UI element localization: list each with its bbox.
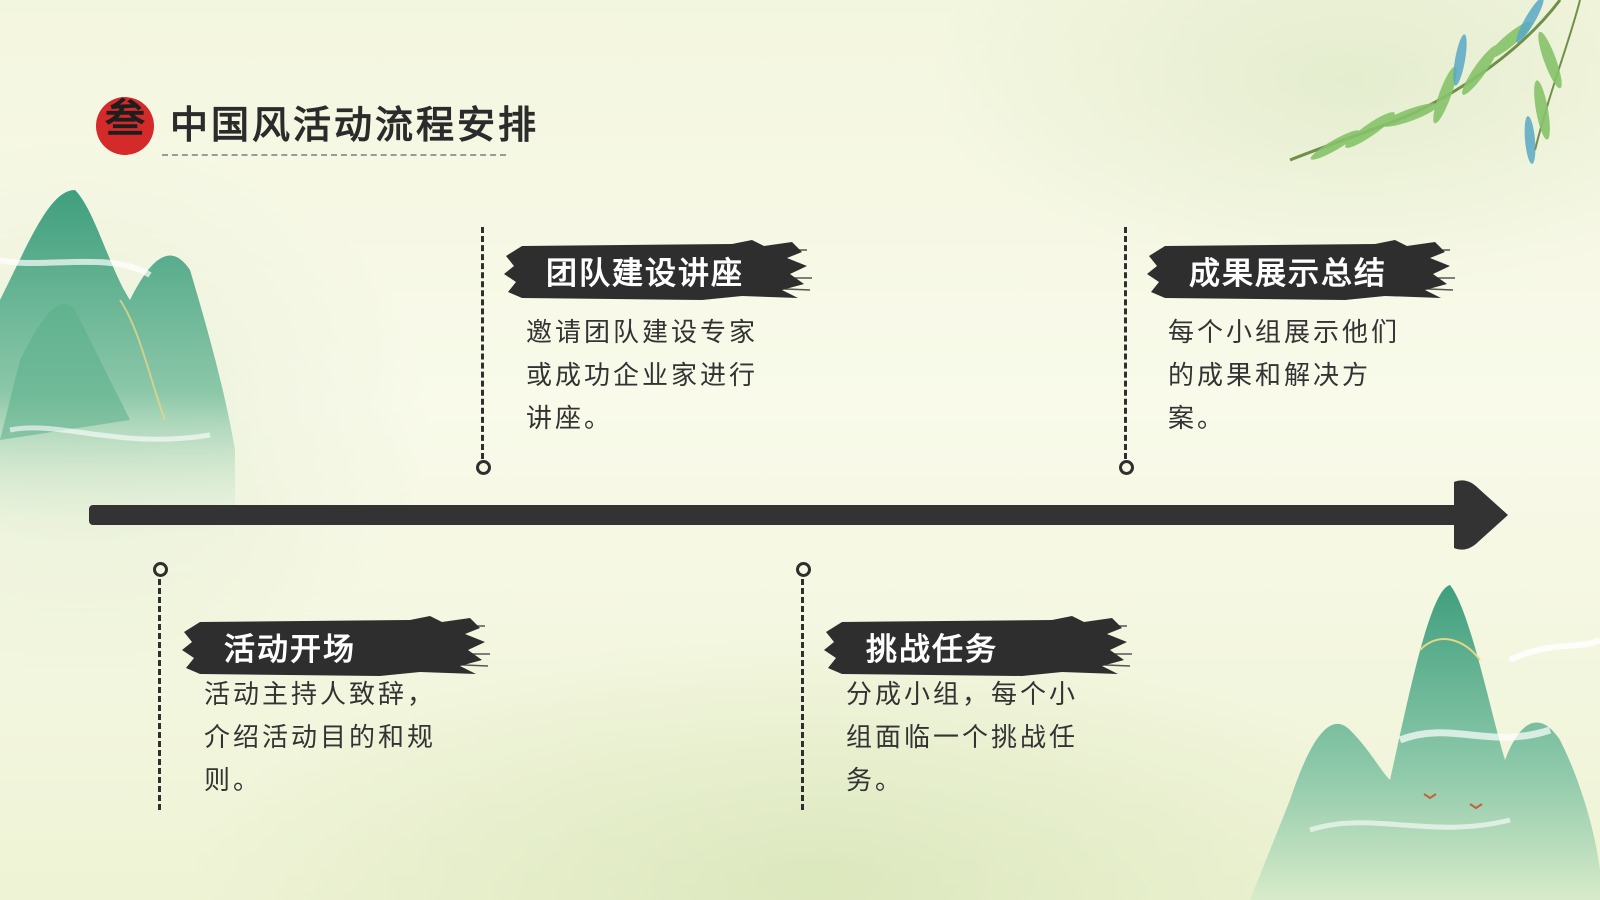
brush-stroke-icon	[504, 240, 812, 300]
step-4-connector	[1124, 227, 1127, 459]
step-1-title-box: 活动开场	[180, 614, 490, 678]
step-3-title-box: 挑战任务	[822, 614, 1132, 678]
page-title: 中国风活动流程安排	[170, 102, 540, 147]
step-3-title: 挑战任务	[866, 632, 998, 668]
timeline-arrow-icon	[1454, 480, 1508, 550]
step-2-dot	[476, 460, 491, 475]
timeline-line	[89, 505, 1469, 525]
brush-stroke-icon	[182, 616, 490, 676]
step-3-description: 分成小组，每个小组面临一个挑战任务。	[846, 680, 1079, 796]
step-1-dot	[153, 562, 168, 577]
step-1-title: 活动开场	[224, 632, 356, 668]
step-4-title-box: 成果展示总结	[1145, 238, 1455, 302]
seal-char: 叁	[105, 95, 146, 142]
step-2-title-box: 团队建设讲座	[502, 238, 812, 302]
step-2-connector	[481, 227, 484, 459]
step-3-connector	[801, 570, 804, 810]
step-4-title: 成果展示总结	[1189, 256, 1387, 292]
step-4-dot	[1119, 460, 1134, 475]
step-1-connector	[158, 570, 161, 810]
brush-stroke-icon	[824, 616, 1132, 676]
step-2-description: 邀请团队建设专家或成功企业家进行讲座。	[526, 318, 759, 434]
step-4-description: 每个小组展示他们的成果和解决方案。	[1168, 318, 1401, 434]
step-1-description: 活动主持人致辞，介绍活动目的和规则。	[204, 680, 437, 796]
step-3-dot	[796, 562, 811, 577]
brush-stroke-icon	[1147, 240, 1455, 300]
seal-icon: 叁	[96, 95, 154, 155]
title-underline	[162, 154, 506, 156]
step-2-title: 团队建设讲座	[546, 256, 744, 292]
